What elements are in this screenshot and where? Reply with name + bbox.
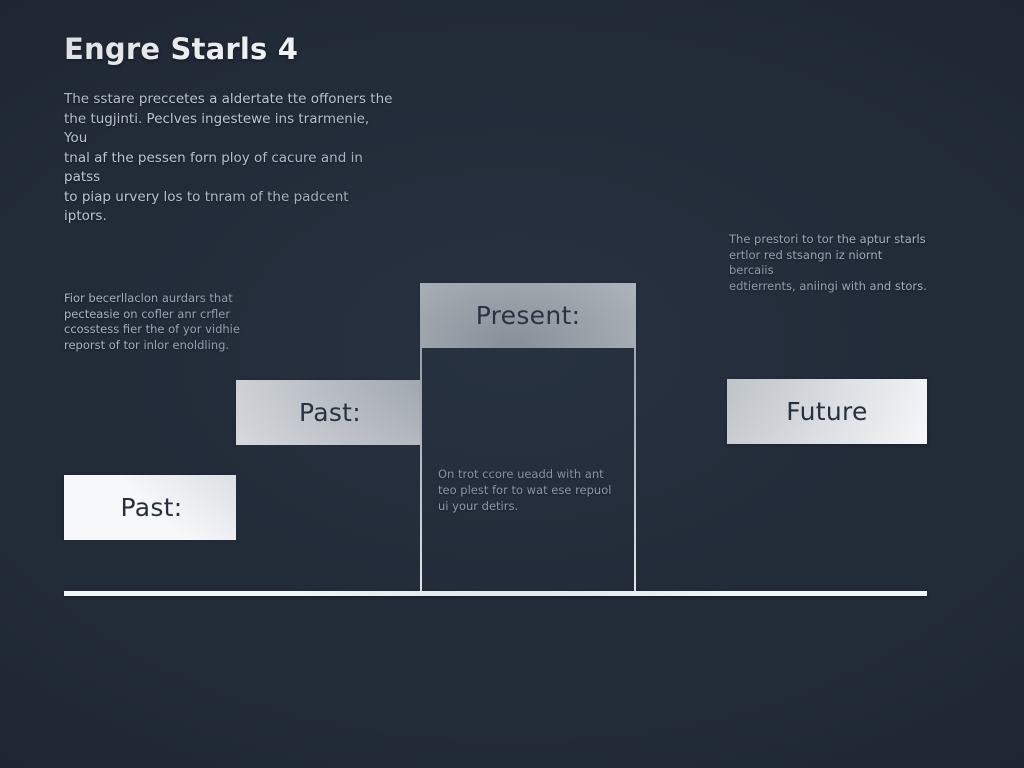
bar-past-2-header[interactable]: Past: [236,380,424,445]
bar-future-label: Future [786,397,868,426]
annotation-left: Fior becerllaclon aurdars that pecteasie… [64,291,240,352]
bar-past-1-header[interactable]: Past: [64,475,239,540]
bar-past-1-body [64,540,239,593]
bar-past-1[interactable]: Past: [64,475,239,593]
bar-present-header[interactable]: Present: [420,283,636,348]
bar-present-body: On trot ccore ueadd with ant teo plest f… [420,348,636,593]
bar-past-2[interactable]: Past: [236,380,424,593]
bar-present[interactable]: Present: On trot ccore ueadd with ant te… [420,283,636,593]
bar-future[interactable]: Future [727,379,927,444]
bar-past-2-body [236,445,424,593]
bar-present-body-text: On trot ccore ueadd with ant teo plest f… [438,467,612,513]
chart-baseline [64,591,927,596]
bar-future-header[interactable]: Future [727,379,927,444]
bar-past-2-label: Past: [298,398,362,427]
page-title: Engre Starls 4 [64,32,299,66]
annotation-right: The prestori to tor the aptur starls ert… [729,232,927,293]
intro-paragraph: The sstare preccetes a aldertate tte off… [64,91,393,224]
bar-past-1-label: Past: [120,493,183,522]
bar-present-label: Present: [475,301,581,330]
